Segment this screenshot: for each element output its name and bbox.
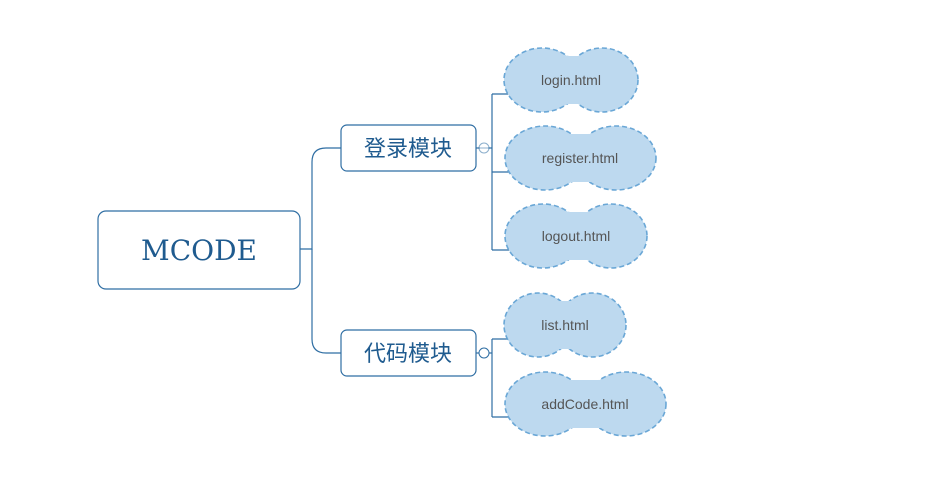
branch-node-code-module[interactable]: 代码模块 [340, 329, 477, 377]
leaf-node-register[interactable]: register.html [504, 125, 657, 191]
leaf-node-list[interactable]: list.html [503, 292, 627, 358]
collapse-toggle-icon[interactable] [478, 347, 490, 359]
connector-root-trunk [300, 147, 341, 250]
leaf-node-logout[interactable]: logout.html [504, 203, 648, 269]
root-label: MCODE [141, 234, 257, 267]
branch-label-login-module: 登录模块 [364, 137, 452, 162]
branch-node-login-module[interactable]: 登录模块 [340, 124, 477, 172]
collapse-toggle-icon[interactable] [478, 142, 490, 154]
branch-label-code-module: 代码模块 [364, 342, 452, 367]
leaf-label-list: list.html [541, 317, 588, 333]
root-node[interactable]: MCODE [97, 210, 301, 290]
leaf-node-login[interactable]: login.html [503, 47, 639, 113]
leaf-label-login: login.html [541, 72, 601, 88]
leaf-label-register: register.html [542, 150, 618, 166]
root-connectors [300, 147, 341, 354]
leaf-node-addcode[interactable]: addCode.html [504, 371, 667, 437]
leaf-label-logout: logout.html [542, 228, 610, 244]
leaf-label-addcode: addCode.html [541, 396, 628, 412]
connector-root-to-branch-2 [311, 249, 341, 354]
